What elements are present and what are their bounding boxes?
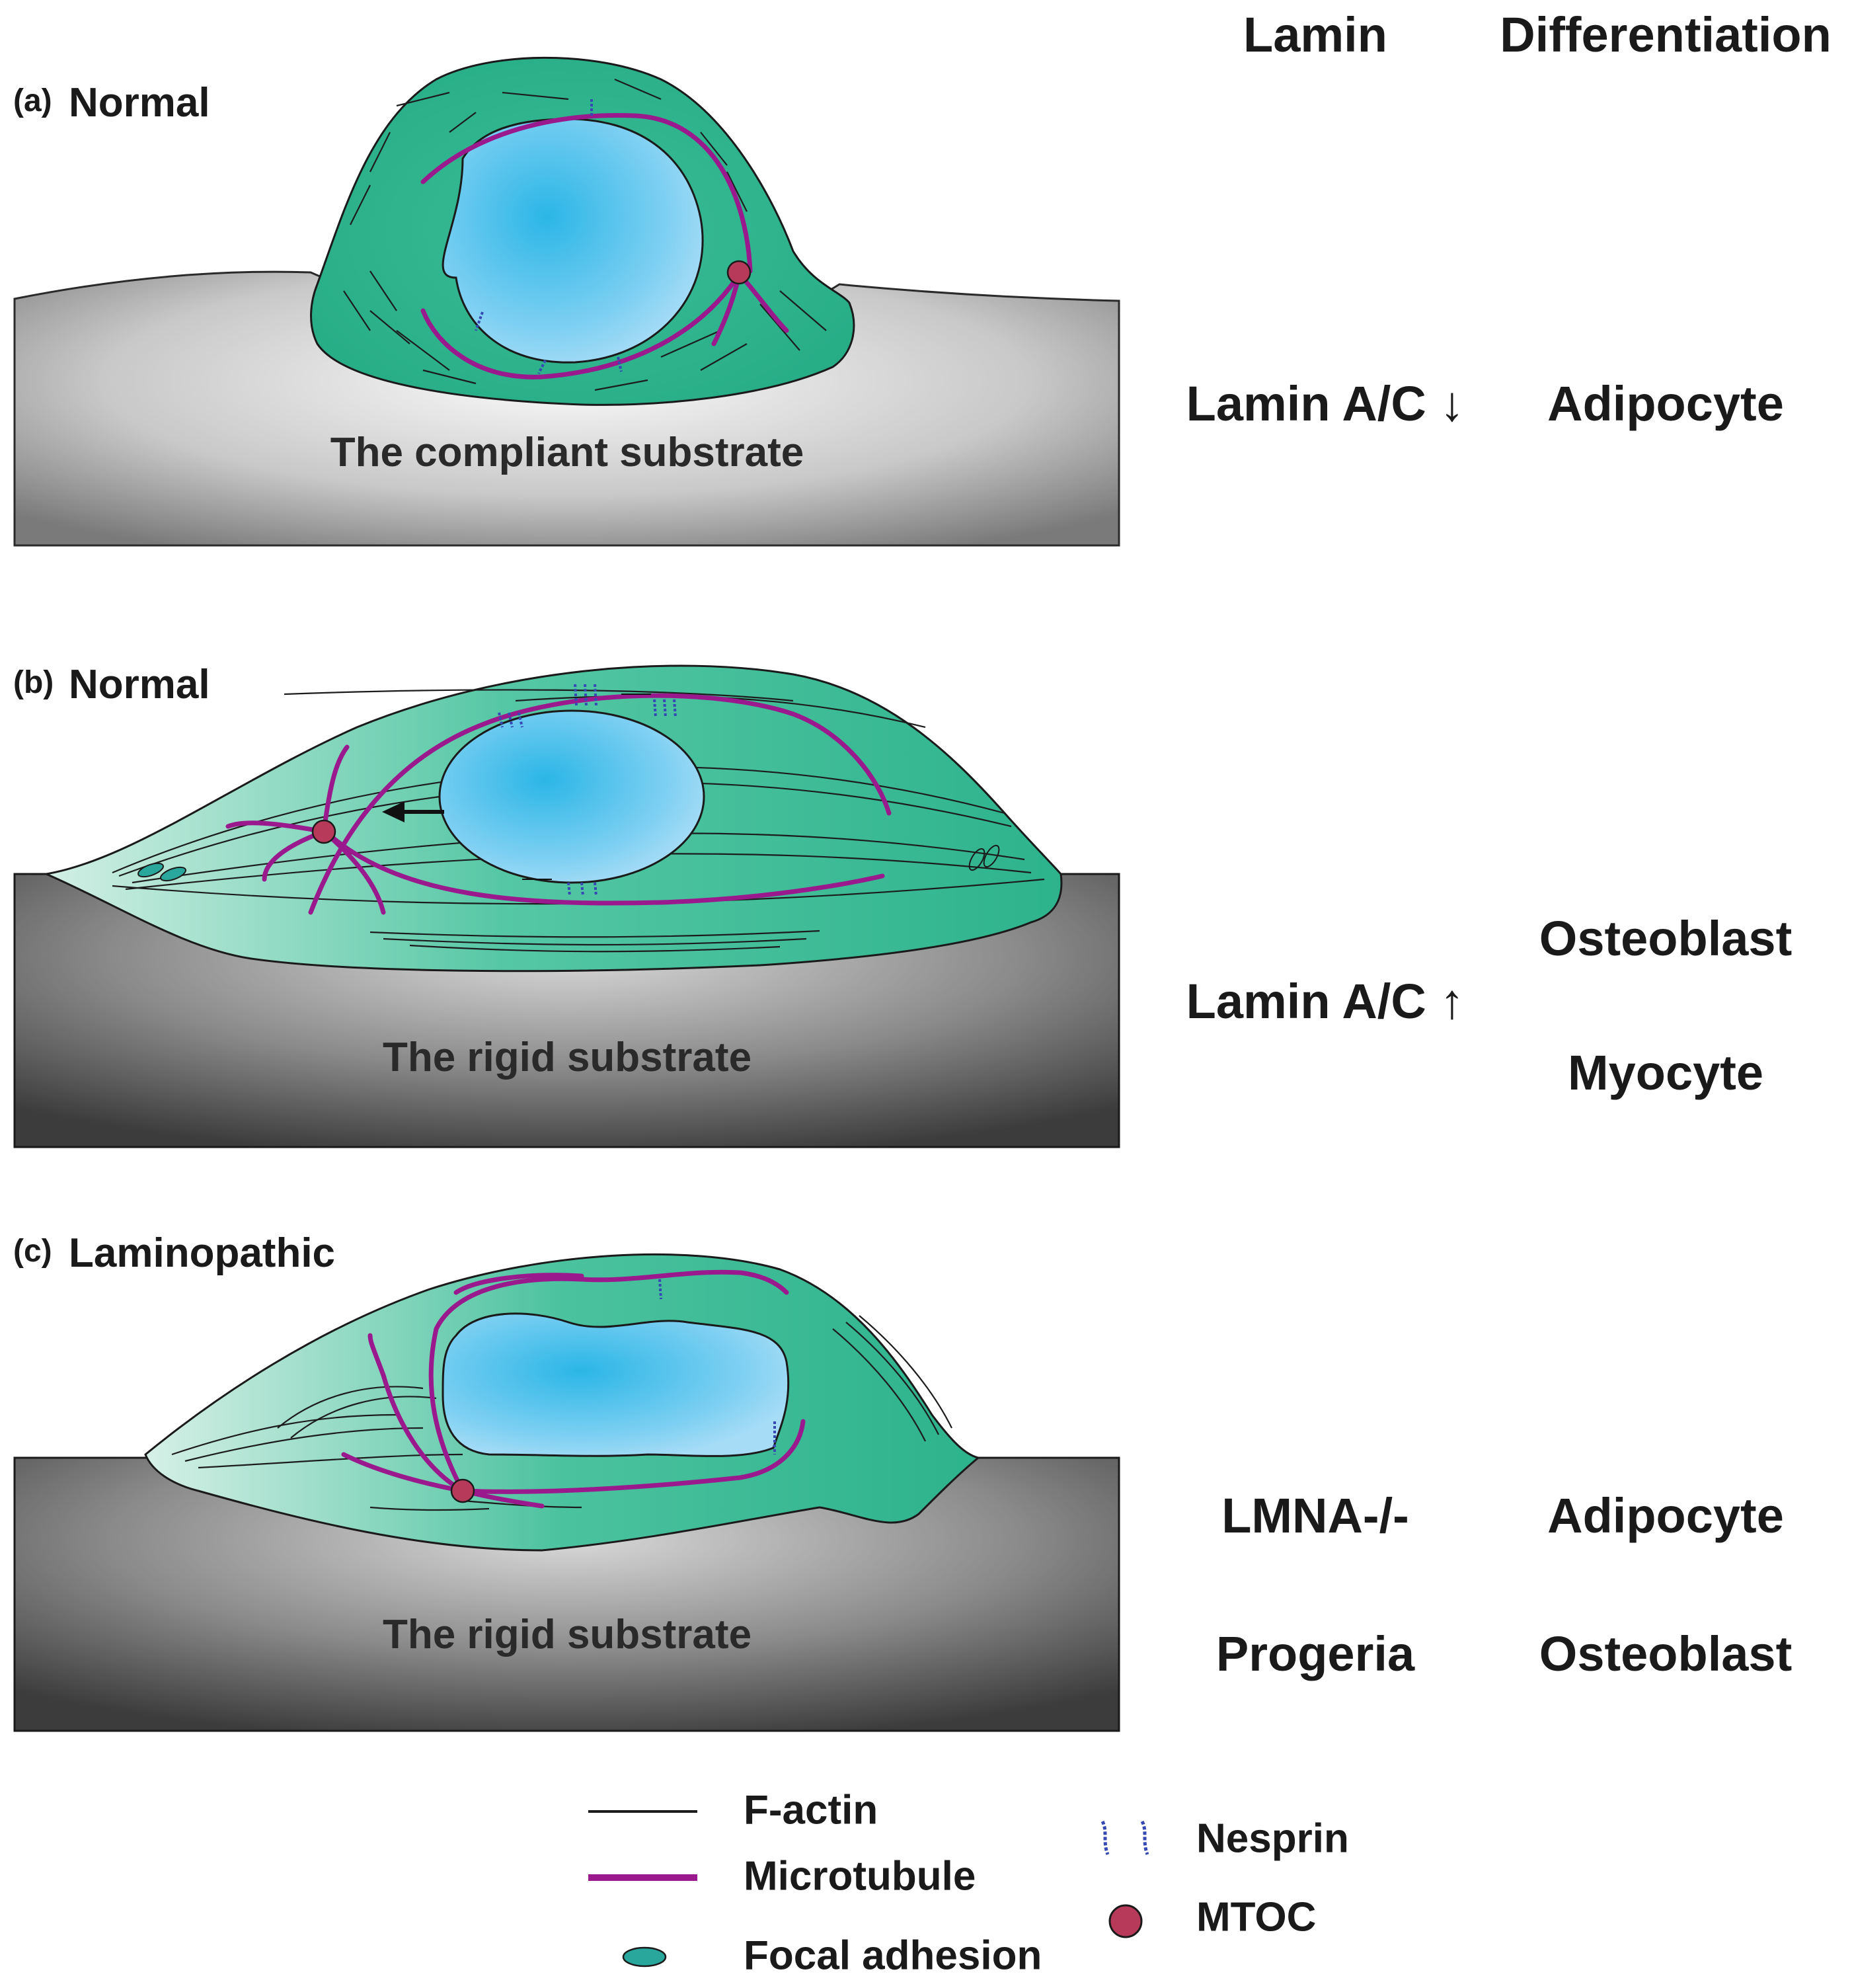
legend-focal-adhesion: Focal adhesion: [622, 1932, 1042, 1978]
panel-a-f-actin: [343, 78, 827, 391]
panel-b-substrate-label: The rigid substrate: [383, 1035, 752, 1080]
legend-mtoc-label: MTOC: [1196, 1894, 1316, 1940]
focal-adhesion-swatch: [622, 1946, 667, 1968]
panel-a-nucleus: [442, 118, 704, 364]
panel-c-differentiation-osteoblast: Osteoblast: [1539, 1626, 1792, 1681]
panel-b: (b) Normal The rigid substrate: [13, 662, 1792, 1148]
lamin-column-header: Lamin: [1243, 7, 1387, 62]
panel-a-nesprin: [475, 99, 623, 374]
panel-a-tag: (a): [13, 83, 52, 118]
panel-b-focal-adhesions: [137, 844, 1000, 882]
panel-c-substrate-label: The rigid substrate: [383, 1612, 752, 1657]
panel-b-microtubules: [225, 693, 892, 915]
legend-nesprin-label: Nesprin: [1196, 1815, 1349, 1861]
differentiation-column-header: Differentiation: [1500, 7, 1832, 62]
panel-c-lamin-progeria: Progeria: [1216, 1626, 1415, 1681]
panel-b-nucleus: [438, 709, 705, 884]
nesprin-swatch-right: [1140, 1820, 1149, 1855]
panel-c-title: Laminopathic: [69, 1230, 335, 1276]
panel-c-differentiation-adipocyte: Adipocyte: [1547, 1488, 1784, 1543]
panel-c-nesprin: [658, 1279, 776, 1454]
mtoc-swatch: [1108, 1904, 1143, 1938]
panel-c-tag: (c): [13, 1234, 52, 1269]
panel-c: (c) Laminopathic The rigid substrate: [13, 1230, 1792, 1732]
panel-b-mtoc: [311, 819, 336, 844]
legend-mtoc: MTOC: [1108, 1894, 1316, 1940]
legend-f-actin-label: F-actin: [744, 1787, 878, 1833]
panel-c-f-actin: [171, 1315, 952, 1511]
panel-a-title: Normal: [69, 80, 210, 126]
panel-a-mtoc: [726, 260, 752, 285]
panel-b-movement-arrow: [382, 694, 651, 880]
legend-f-actin: F-actin: [588, 1787, 878, 1833]
panel-b-lamin-label: Lamin A/C ↑: [1186, 974, 1465, 1029]
legend: F-actin Microtubule Focal adhesion Nespr…: [588, 1787, 1349, 1978]
panel-b-nesprin: [498, 684, 677, 896]
nesprin-swatch-left: [1100, 1820, 1110, 1855]
panel-c-microtubules: [341, 1269, 806, 1509]
panel-c-mtoc: [450, 1478, 475, 1503]
panel-c-nucleus: [442, 1312, 790, 1457]
legend-microtubule-label: Microtubule: [744, 1853, 976, 1899]
panel-b-tag: (b): [13, 665, 54, 700]
panel-b-differentiation-osteoblast: Osteoblast: [1539, 911, 1792, 966]
panel-a-substrate-label: The compliant substrate: [330, 430, 804, 475]
legend-focal-adhesion-label: Focal adhesion: [744, 1932, 1042, 1978]
panel-a: (a) Normal The compliant substrate: [13, 56, 1784, 547]
panel-a-differentiation-adipocyte: Adipocyte: [1547, 376, 1784, 431]
legend-microtubule: Microtubule: [588, 1853, 976, 1899]
panel-b-title: Normal: [69, 662, 210, 707]
panel-a-lamin-label: Lamin A/C ↓: [1186, 376, 1465, 431]
panel-c-lamin-lmna: LMNA-/-: [1221, 1488, 1409, 1543]
legend-nesprin: Nesprin: [1100, 1815, 1349, 1861]
panel-b-differentiation-myocyte: Myocyte: [1568, 1045, 1763, 1100]
